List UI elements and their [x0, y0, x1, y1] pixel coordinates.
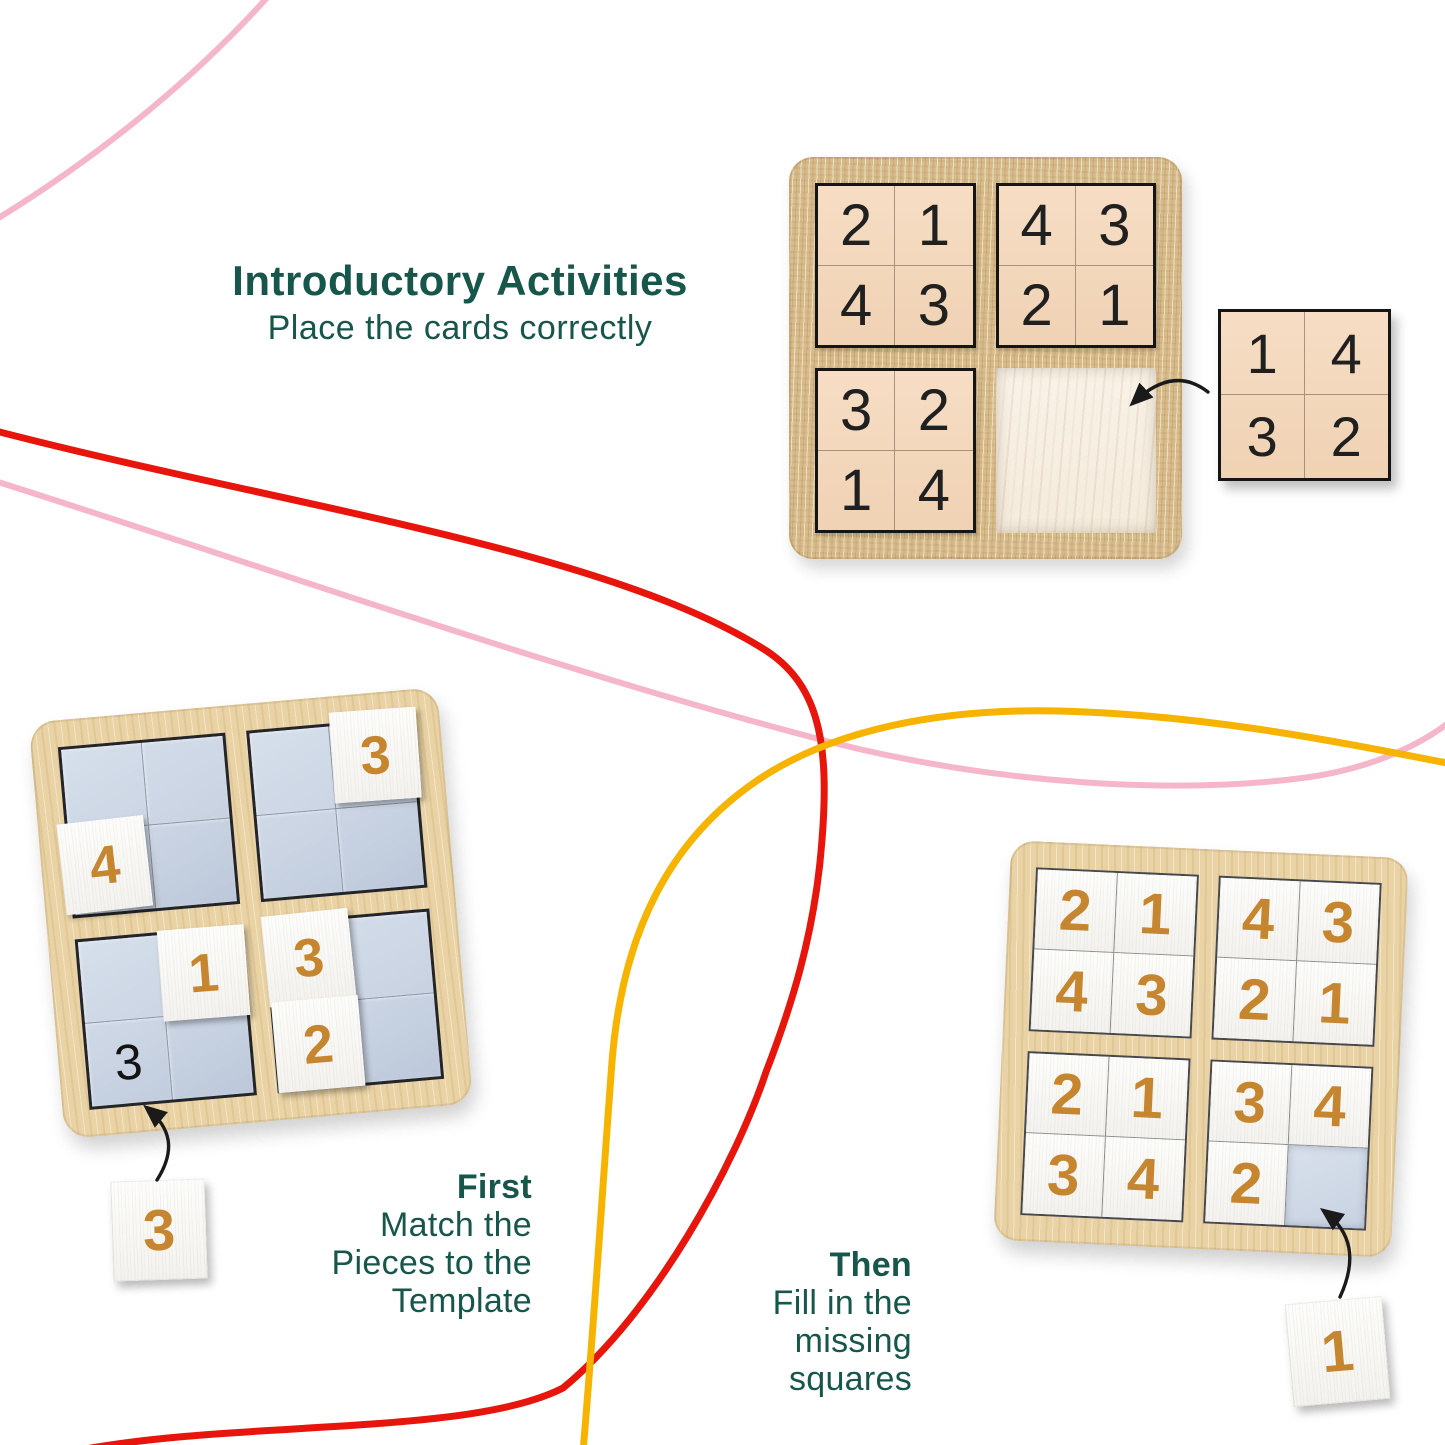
filled-square: 4 — [1101, 1136, 1185, 1221]
empty-quadrant — [995, 368, 1156, 533]
placed-piece: 4 — [56, 814, 154, 915]
filled-square: 4 — [1288, 1065, 1372, 1149]
template-cell — [337, 802, 425, 891]
filled-square: 1 — [1292, 961, 1376, 1045]
filled-square: 3 — [1022, 1133, 1106, 1217]
template-cell — [353, 994, 441, 1083]
filled-square: 4 — [1030, 949, 1114, 1033]
template-cell — [141, 735, 230, 826]
filled-square: 1 — [1113, 873, 1197, 957]
card-cell: 3 — [818, 371, 896, 451]
card-cell: 2 — [1330, 405, 1362, 468]
card-cell: 1 — [1221, 312, 1305, 395]
template-cell — [77, 934, 166, 1025]
intro-title: Introductory Activities — [232, 257, 688, 304]
card-cell: 3 — [1075, 186, 1153, 266]
card-cell: 1 — [818, 450, 896, 530]
card-cell: 4 — [917, 457, 950, 523]
filled-square: 2 — [1026, 1053, 1110, 1137]
then-text-block: Then Fill in the missing squares — [582, 1246, 912, 1398]
filled-square: 3 — [1208, 1061, 1292, 1146]
placed-piece: 3 — [260, 907, 358, 1008]
filled-square: 2 — [1034, 869, 1118, 953]
card-cell: 2 — [895, 371, 973, 451]
then-title: Then — [829, 1246, 912, 1284]
template-quadrant: 3 — [245, 706, 428, 902]
card-cell: 1 — [1098, 272, 1131, 338]
then-line-1: Fill in the — [772, 1284, 912, 1322]
loose-piece-3: 3 — [110, 1178, 208, 1282]
placed-piece: 2 — [270, 995, 366, 1094]
filled-square: 4 — [1217, 877, 1301, 962]
loose-piece-1: 1 — [1284, 1295, 1391, 1408]
filled-square: 2 — [1205, 1141, 1289, 1225]
filled-square: 3 — [1110, 952, 1194, 1037]
card-cell: 4 — [818, 265, 896, 345]
intro-subtitle: Place the cards correctly — [267, 309, 653, 348]
template-cell — [165, 1010, 253, 1099]
template-quadrant: 4 — [56, 732, 240, 919]
card-cell: 4 — [1304, 312, 1388, 395]
card-cell: 2 — [999, 265, 1076, 345]
intro-text-block: Introductory Activities Place the cards … — [130, 257, 790, 348]
template-cell — [256, 808, 344, 899]
then-line-2: missing — [794, 1322, 912, 1360]
card-cell: 4 — [998, 186, 1076, 266]
template-cell: 3 — [85, 1017, 173, 1107]
then-line-3: squares — [788, 1360, 912, 1398]
first-line-3: Template — [391, 1282, 532, 1320]
card-cell: 1 — [895, 186, 973, 266]
filled-square: 3 — [1296, 881, 1380, 965]
missing-square — [1284, 1145, 1368, 1229]
placed-piece: 3 — [328, 706, 423, 804]
card-cell: 3 — [1221, 395, 1305, 478]
card-cell: 2 — [818, 186, 896, 266]
card-cell: 3 — [917, 272, 950, 338]
template-cell — [149, 818, 237, 907]
placed-piece: 1 — [156, 924, 251, 1022]
template-cell — [346, 911, 434, 1001]
pink-curve-top-left — [0, 0, 269, 221]
filled-square: 2 — [1213, 957, 1297, 1042]
template-cell — [248, 726, 337, 816]
filled-square: 1 — [1105, 1056, 1189, 1141]
